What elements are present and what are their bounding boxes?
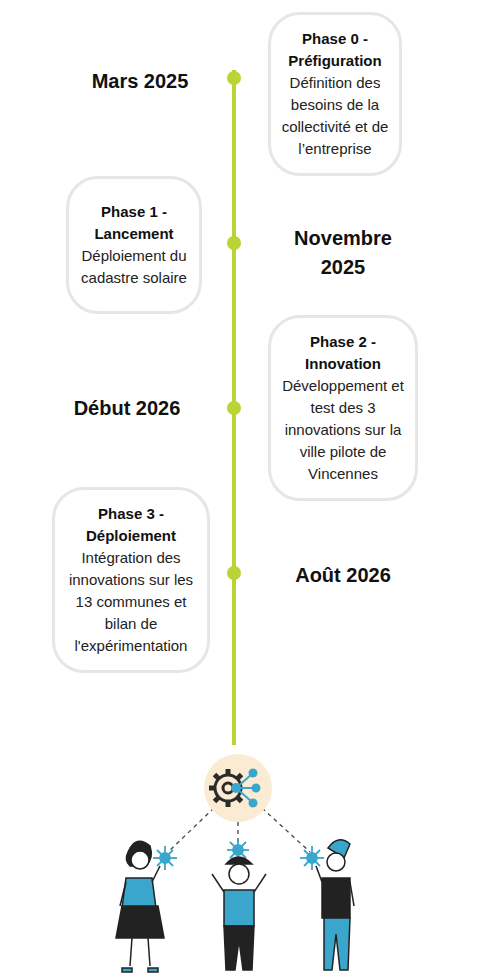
- phase-box: Phase 1 - LancementDéploiement du cadast…: [66, 176, 202, 314]
- phase-title: Phase 2 - Innovation: [281, 331, 405, 375]
- phase-description: Déploiement du cadastre solaire: [79, 245, 189, 289]
- date-label: Novembre 2025: [273, 224, 413, 282]
- timeline-dot: [227, 71, 241, 85]
- date-label: Mars 2025: [65, 67, 215, 96]
- phase-title: Phase 1 - Lancement: [79, 201, 189, 245]
- phase-description: Développement et test des 3 innovations …: [281, 375, 405, 485]
- date-label: Août 2026: [268, 561, 418, 590]
- phase-box: Phase 2 - InnovationDéveloppement et tes…: [268, 315, 418, 501]
- date-label: Début 2026: [42, 394, 212, 423]
- phase-description: Intégration des innovations sur les 13 c…: [65, 547, 197, 657]
- timeline-dot: [227, 566, 241, 580]
- phase-box: Phase 0 - PréfigurationDéfinition des be…: [268, 12, 402, 176]
- phase-box: Phase 3 - DéploiementIntégration des inn…: [52, 487, 210, 673]
- timeline-dot: [227, 236, 241, 250]
- phase-description: Définition des besoins de la collectivit…: [281, 72, 389, 160]
- phase-title: Phase 0 - Préfiguration: [281, 28, 389, 72]
- timeline-dot: [227, 401, 241, 415]
- illustration: [116, 754, 354, 972]
- phase-title: Phase 3 - Déploiement: [65, 503, 197, 547]
